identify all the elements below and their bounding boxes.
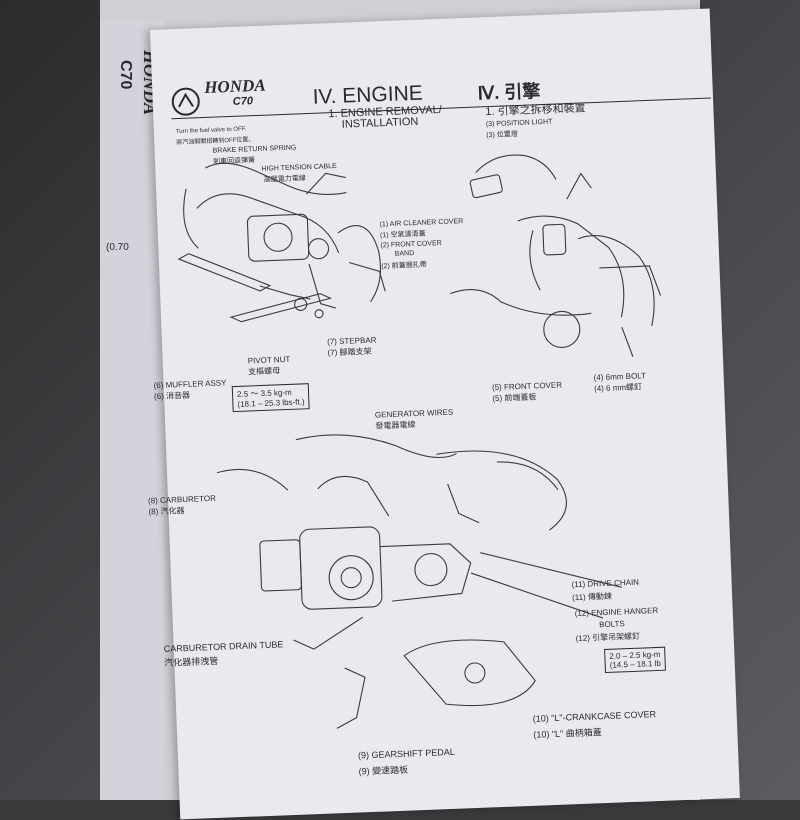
torque-box-muffler: 2.5 ～ 3.5 kg-m (18.1 – 25.3 lbs-ft.) [231,383,310,413]
label-muffler-assy-zh: (6) 消音器 [153,390,191,402]
subsection-zh: 1. 引擎之拆移和裝置 [485,102,586,119]
label-air-cleaner-cover-zh: (1) 空氣濾清蓋 [379,230,426,240]
header-brand: HONDA [203,75,266,97]
honda-logo-mark [171,87,200,116]
label-engine-hanger-bolts: (12) ENGINE HANGER [574,605,659,619]
label-gearshift-pedal-zh: (9) 變速踏板 [358,764,409,777]
label-engine-hanger-bolts-2: BOLTS [598,619,625,630]
label-crankcase-cover-zh: (10) "L" 曲柄箱蓋 [533,727,602,740]
label-high-tension-cable-zh: 高壓電力電線 [263,175,306,184]
label-generator-wires-zh: 發電器電線 [375,420,416,431]
label-front-cover: (5) FRONT COVER [491,380,563,393]
label-pivot-nut-zh: 支樞螺母 [248,366,281,377]
manual-page: HONDA C70 IV. ENGINE Ⅳ. 引擎 1. ENGINE REM… [148,8,740,820]
label-drive-chain-zh: (11) 傳動鍊 [571,591,613,603]
engine-removal-illustration-bottom [216,434,622,729]
torque-hanger-lbsft: (14.5 – 18.1 lb [609,658,662,670]
front-cover-illustration-top-right [450,154,662,357]
label-carburetor-zh: (8) 汽化器 [148,506,185,517]
label-6mm-bolt-zh: (4) 6 mm螺釘 [593,382,643,394]
label-front-cover-band-zh: (2) 前蓋捆扎帶 [381,261,427,271]
subsection-en-2: INSTALLATION [341,115,419,131]
label-muffler-assy: (6) MUFFLER ASSY [153,378,227,391]
label-pivot-nut: PIVOT NUT [247,354,291,366]
label-position-light: (3) POSITION LIGHT [485,118,553,129]
torque-value-lbsft: (18.1 – 25.3 lbs-ft.) [237,397,305,409]
label-brake-return-spring-zh: 剎車回返彈簧 [212,157,256,166]
back-page-margin-number: (0.70 [106,242,129,253]
engine-area-illustration-top-left [177,162,386,323]
label-stepbar: (7) STEPBAR [326,335,377,347]
label-position-light-zh: (3) 位置燈 [486,130,518,140]
back-page-strip: HONDA C70 (0.70 [100,20,164,800]
label-generator-wires: GENERATOR WIRES [374,407,454,420]
label-front-cover-zh: (5) 前端蓋板 [492,392,537,404]
label-gearshift-pedal: (9) GEARSHIFT PEDAL [357,746,455,761]
label-stepbar-zh: (7) 腳踏支架 [327,346,372,358]
back-page-model: C70 [117,60,134,90]
instruction-line2: 將汽油開關扭轉到OFF位置。 [176,137,255,147]
header-model: C70 [232,95,254,108]
label-front-cover-band-2: BAND [394,250,415,258]
label-carburetor-drain-tube-zh: 汽化器排洩管 [164,655,219,668]
torque-box-hanger: 2.0 – 2.5 kg-m (14.5 – 18.1 lb [604,646,667,674]
